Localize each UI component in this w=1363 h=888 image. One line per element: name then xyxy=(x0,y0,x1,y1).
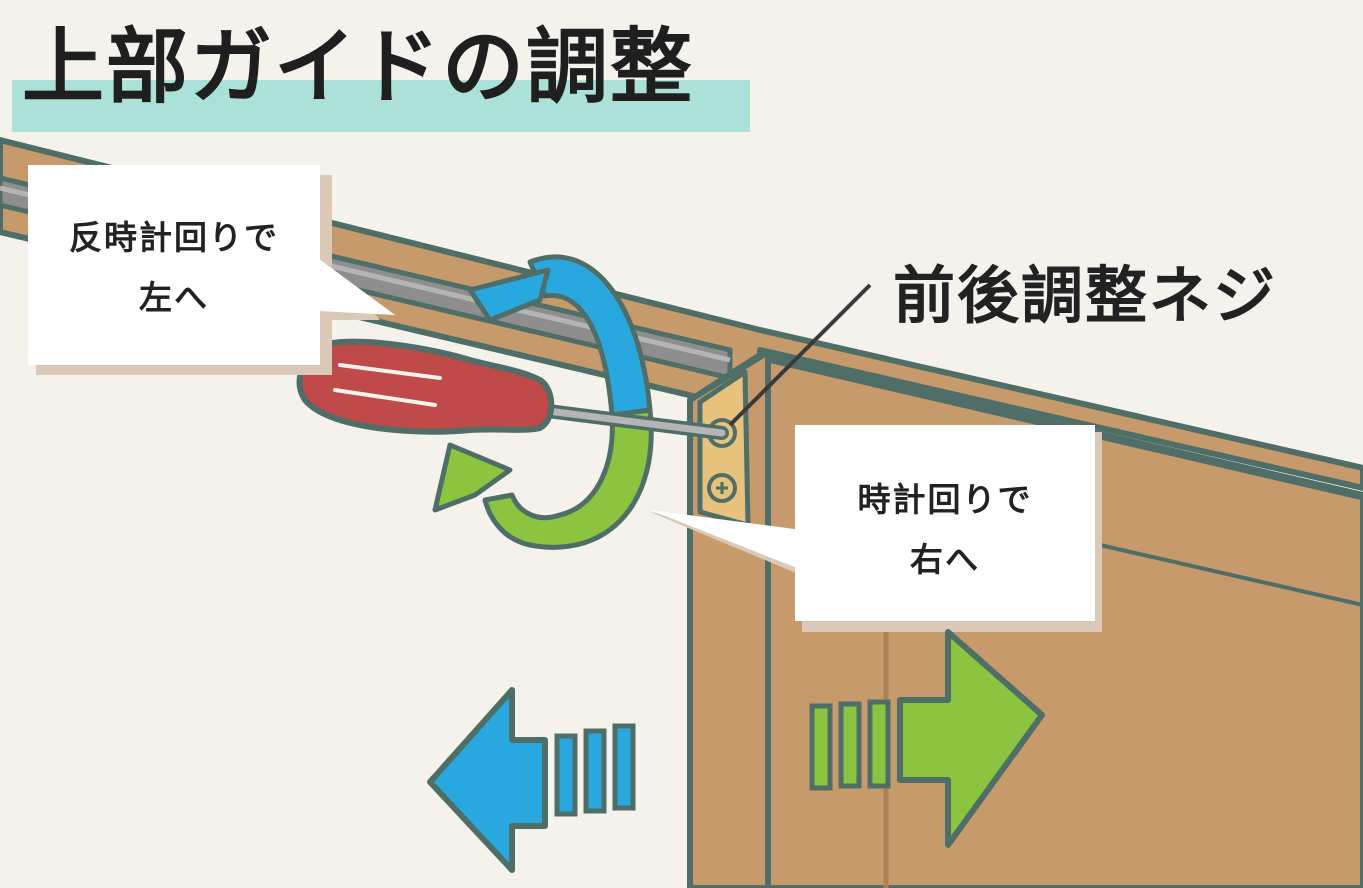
right-arrow-icon xyxy=(809,629,1045,848)
callout-right-line1: 時計回りで xyxy=(857,480,1033,519)
callout-left-line2: 左へ xyxy=(139,278,209,317)
callout-right-box xyxy=(650,425,1102,632)
left-arrow-icon xyxy=(427,687,636,873)
screwdriver-icon xyxy=(296,338,729,440)
callout-left-line1: 反時計回りで xyxy=(69,218,279,257)
callout-right: 時計回りで 右へ xyxy=(795,470,1095,590)
screw-label: 前後調整ネジ xyxy=(893,259,1278,332)
title-block: 上部ガイドの調整 xyxy=(12,18,750,134)
callout-right-line2: 右へ xyxy=(910,540,980,579)
page-title: 上部ガイドの調整 xyxy=(22,20,695,115)
title-highlight xyxy=(12,80,750,132)
guide-bracket xyxy=(697,369,751,528)
callout-left-box xyxy=(28,165,395,375)
callout-left: 反時計回りで 左へ xyxy=(28,208,320,328)
rotation-arrow-icon xyxy=(432,254,654,550)
screw-leader-line xyxy=(728,283,872,427)
